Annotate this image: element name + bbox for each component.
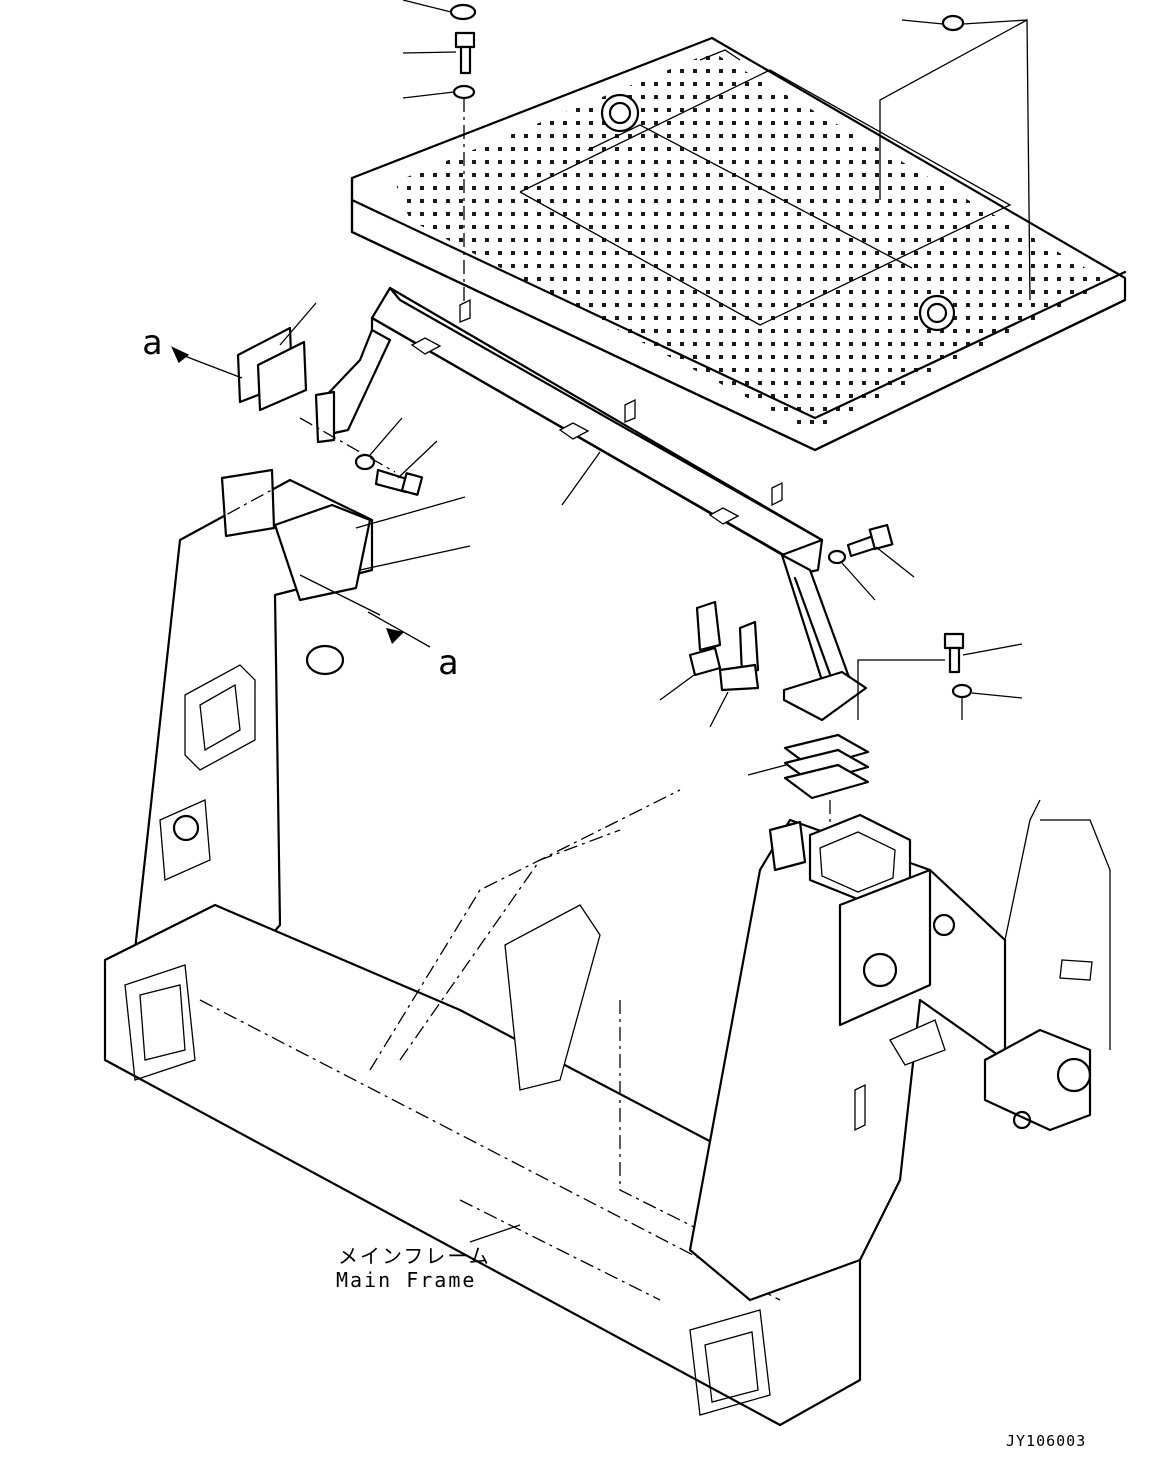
view-marker-top: a bbox=[142, 323, 163, 363]
frame-label-leader bbox=[469, 1224, 521, 1243]
drawing-code: JY106003 bbox=[1006, 1432, 1087, 1450]
main-frame bbox=[103, 468, 1111, 1427]
floor-plate bbox=[350, 36, 1127, 452]
view-arrows bbox=[171, 346, 471, 648]
cross-beam bbox=[314, 286, 868, 722]
top-fasteners bbox=[402, 0, 1031, 305]
right-mount-hardware bbox=[659, 523, 1023, 860]
view-marker-side: a bbox=[438, 643, 459, 683]
frame-label-jp: メインフレーム bbox=[338, 1244, 491, 1268]
frame-label-en: Main Frame bbox=[336, 1268, 477, 1292]
left-mount-hardware bbox=[236, 302, 438, 496]
